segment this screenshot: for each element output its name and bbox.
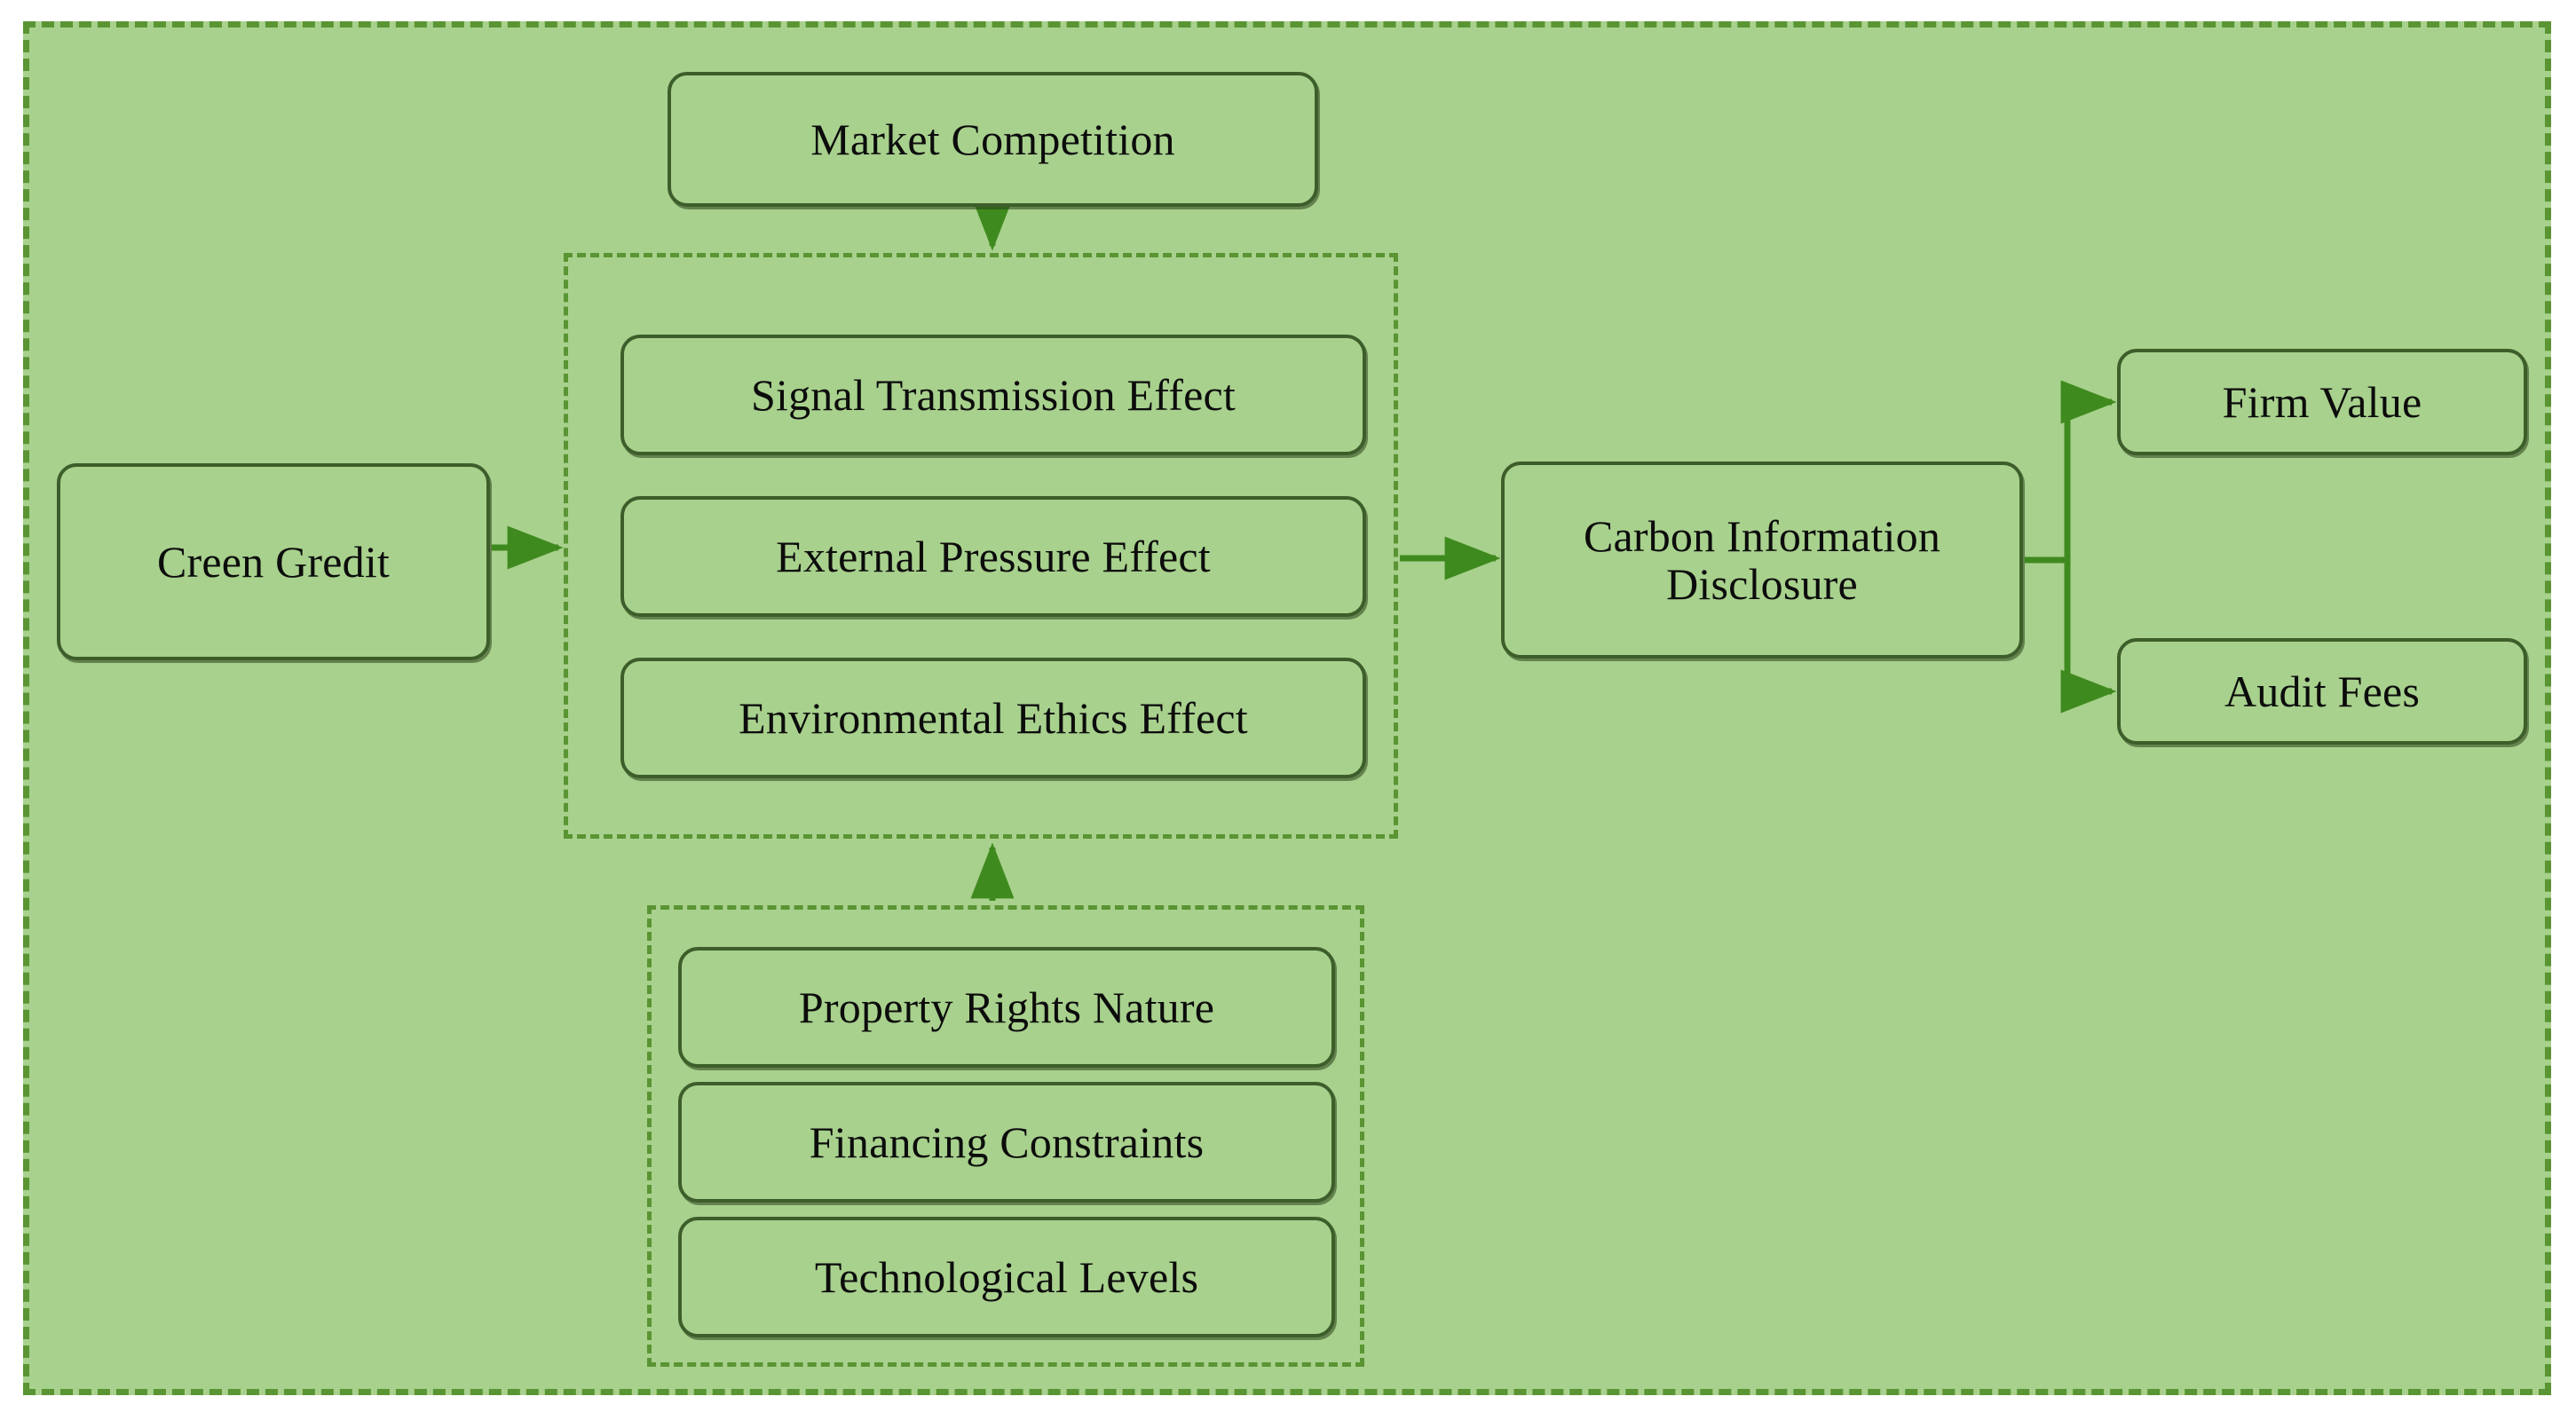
node-firm-value-label: Firm Value [2222, 377, 2422, 427]
node-technological-levels-label: Technological Levels [814, 1252, 1199, 1302]
node-financing-constraints[interactable]: Financing Constraints [678, 1082, 1335, 1203]
node-carbon-information-disclosure-label: Carbon Information Disclosure [1583, 511, 1941, 609]
node-property-rights-nature-label: Property Rights Nature [798, 982, 1215, 1032]
node-environmental-ethics-effect-label: Environmental Ethics Effect [739, 693, 1248, 743]
node-signal-transmission-effect-label: Signal Transmission Effect [751, 370, 1236, 420]
mechanism-group-container [564, 253, 1398, 839]
node-green-credit-label: Creen Gredit [156, 537, 391, 587]
node-external-pressure-effect[interactable]: External Pressure Effect [620, 496, 1366, 617]
node-audit-fees[interactable]: Audit Fees [2117, 638, 2527, 745]
node-green-credit[interactable]: Creen Gredit [57, 463, 490, 660]
node-audit-fees-label: Audit Fees [2224, 667, 2421, 716]
edge-carbon-disclosure-branch [2025, 380, 2117, 714]
node-carbon-information-disclosure[interactable]: Carbon Information Disclosure [1501, 462, 2023, 659]
node-signal-transmission-effect[interactable]: Signal Transmission Effect [620, 335, 1366, 455]
node-market-competition[interactable]: Market Competition [668, 72, 1318, 207]
node-technological-levels[interactable]: Technological Levels [678, 1217, 1335, 1337]
node-firm-value[interactable]: Firm Value [2117, 349, 2527, 455]
node-external-pressure-effect-label: External Pressure Effect [776, 532, 1211, 581]
outer-dashed-panel: Market Competition Creen Gredit Signal T… [23, 21, 2551, 1395]
moderator-group-container [647, 905, 1364, 1367]
node-market-competition-label: Market Competition [810, 114, 1175, 164]
node-environmental-ethics-effect[interactable]: Environmental Ethics Effect [620, 658, 1366, 778]
node-financing-constraints-label: Financing Constraints [809, 1117, 1205, 1167]
node-property-rights-nature[interactable]: Property Rights Nature [678, 947, 1335, 1068]
